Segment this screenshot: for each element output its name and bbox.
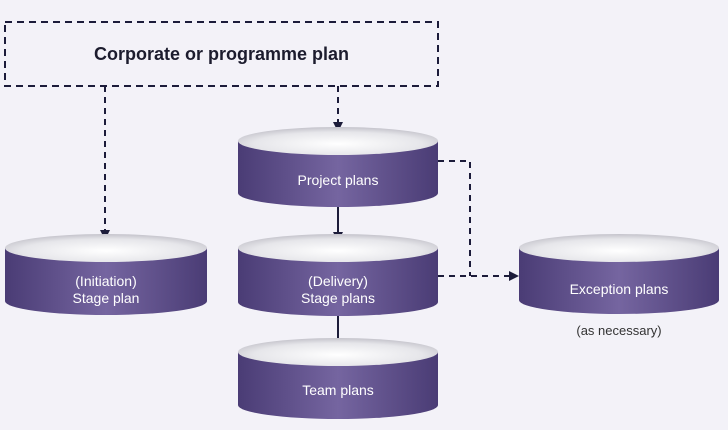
team-line1: Team plans <box>302 381 374 398</box>
team-plans-label: Team plans <box>238 370 438 410</box>
delivery-line2: Stage plans <box>301 290 375 306</box>
delivery-line1: (Delivery) <box>308 273 368 289</box>
exception-note: (as necessary) <box>576 323 662 338</box>
initiation-line1: (Initiation) <box>75 273 137 289</box>
project-plans-line1: Project plans <box>297 171 379 188</box>
corporate-plan-box <box>4 21 439 87</box>
initiation-line2: Stage plan <box>72 290 140 306</box>
initiation-stage-plan-label: (Initiation) Stage plan <box>5 268 207 312</box>
project-plans-cylinder <box>238 127 438 207</box>
project-plans-label: Project plans <box>238 160 438 200</box>
exception-plans-label: Exception plans <box>519 268 719 310</box>
delivery-stage-plans-cylinder <box>238 234 438 316</box>
exception-plans-cylinder <box>519 234 719 314</box>
initiation-stage-plan-cylinder <box>5 234 207 315</box>
delivery-stage-plans-label: (Delivery) Stage plans <box>238 268 438 312</box>
exception-line1: Exception plans <box>569 280 669 297</box>
team-plans-cylinder <box>238 338 438 419</box>
corporate-plan-label: Corporate or programme plan <box>93 43 350 64</box>
